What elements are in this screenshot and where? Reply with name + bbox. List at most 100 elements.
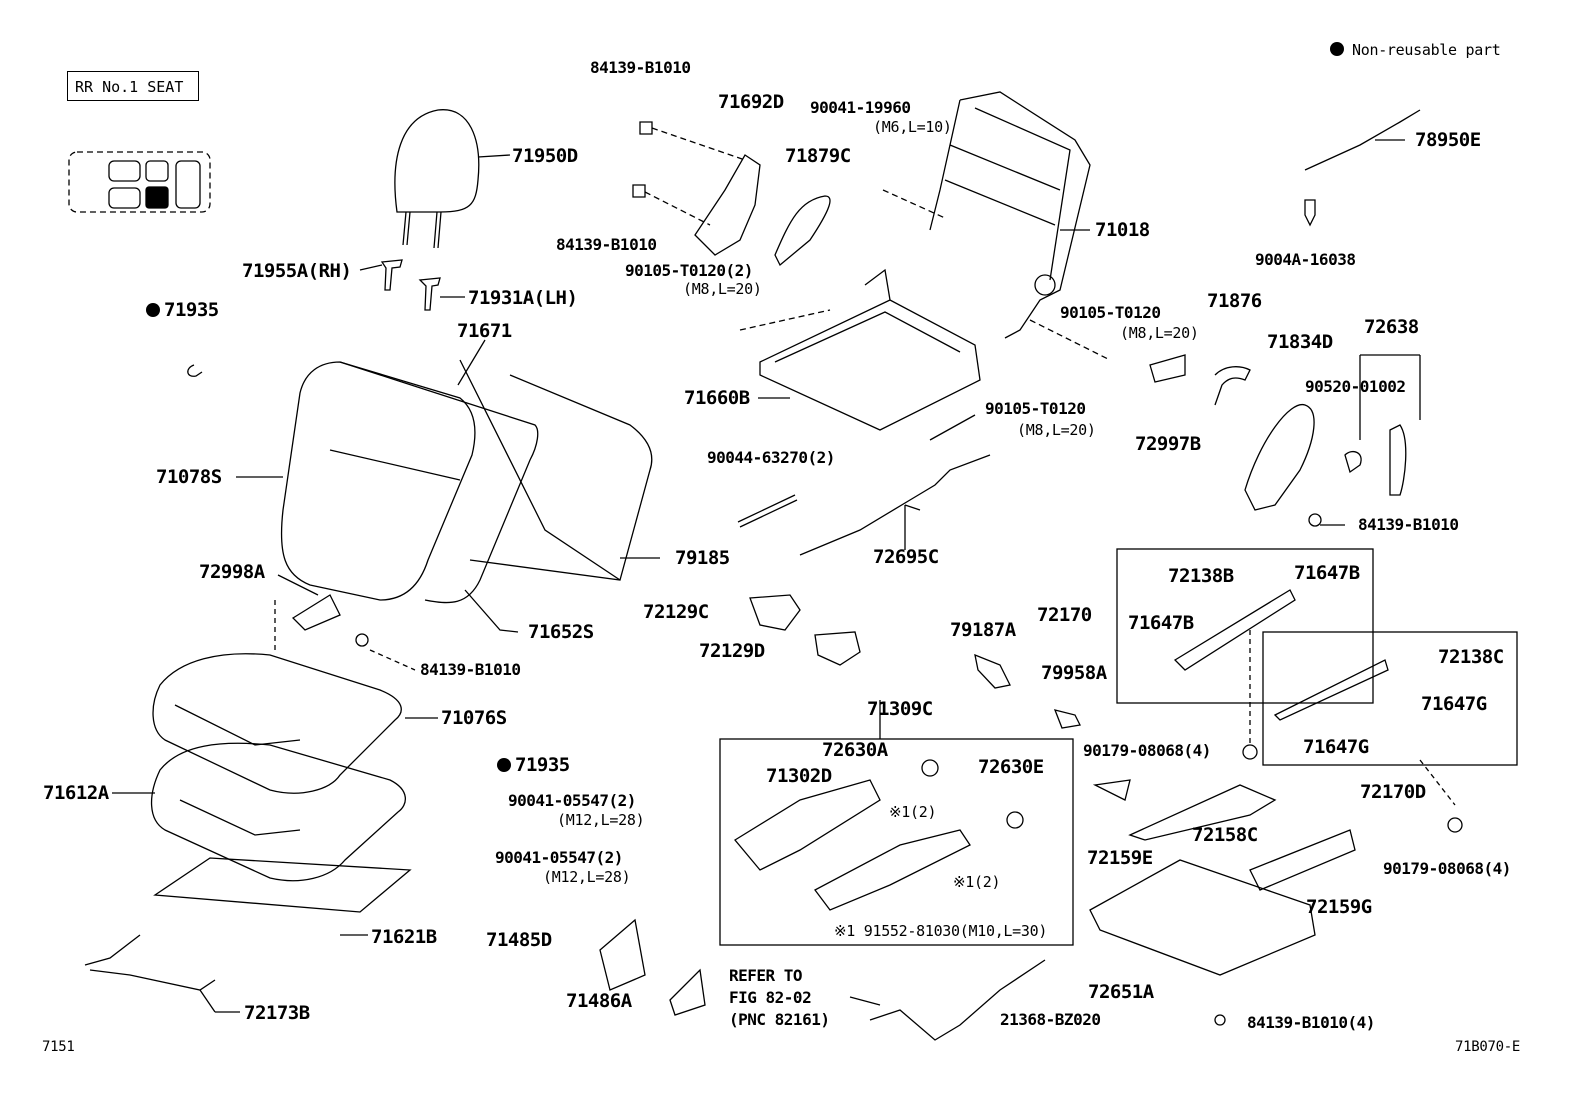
part-label[interactable]: 84139-B1010 — [420, 660, 521, 679]
part-number: 71935 — [164, 299, 219, 321]
part-spec: (M8,L=20) — [1017, 421, 1096, 439]
non-reusable-dot-icon — [1330, 42, 1344, 56]
part-label[interactable]: 71486A — [566, 990, 632, 1012]
part-label-non-reusable[interactable]: 71935 — [497, 756, 570, 775]
part-label[interactable]: 72159G — [1306, 896, 1372, 918]
headrest-drawing — [394, 109, 511, 249]
part-label-non-reusable[interactable]: 71935 — [146, 301, 219, 320]
part-label[interactable]: 71834D — [1267, 331, 1333, 353]
part-label[interactable]: 90520-01002 — [1305, 377, 1406, 396]
part-label[interactable]: 71876 — [1207, 290, 1262, 312]
refer-text: (PNC 82161) — [729, 1010, 830, 1029]
part-label[interactable]: 21368-BZ020 — [1000, 1010, 1101, 1029]
part-label[interactable]: 79185 — [675, 547, 730, 569]
part-label[interactable]: 84139-B1010 — [556, 235, 657, 254]
part-label[interactable]: 90179-08068(4) — [1383, 859, 1511, 878]
part-label[interactable]: 71955A(RH) — [242, 260, 352, 282]
seat-frame-parts-drawing — [632, 121, 831, 267]
seat-label-box: RR No.1 SEAT — [67, 71, 199, 101]
part-label[interactable]: 72630E — [978, 756, 1044, 778]
slide-rail-box — [1116, 548, 1518, 833]
part-number: 71935 — [515, 754, 570, 776]
part-spec: ※1(2) — [889, 803, 937, 821]
seat-label: RR No.1 SEAT — [75, 78, 184, 96]
part-label[interactable]: 71621B — [371, 926, 437, 948]
part-label[interactable]: 71931A(LH) — [468, 287, 578, 309]
part-label[interactable]: 72651A — [1088, 981, 1154, 1003]
bracket-72998a-drawing — [274, 574, 416, 671]
part-label[interactable]: 72129D — [699, 640, 765, 662]
part-spec: (M6,L=10) — [873, 118, 952, 136]
part-label[interactable]: 72173B — [244, 1002, 310, 1024]
part-label[interactable]: 90041-05547(2) — [495, 848, 623, 867]
cable-drawing — [737, 454, 991, 556]
part-label[interactable]: 84139-B1010 — [1358, 515, 1459, 534]
part-label[interactable]: ※1 91552-81030(M10,L=30) — [834, 922, 1048, 940]
seatback-cover-drawing — [236, 339, 660, 633]
part-label[interactable]: 71660B — [684, 387, 750, 409]
part-label[interactable]: 71671 — [457, 320, 512, 342]
refer-text: REFER TO — [729, 966, 803, 985]
part-label[interactable]: 71018 — [1095, 219, 1150, 241]
part-label[interactable]: 79958A — [1041, 662, 1107, 684]
misc-clips-drawing — [749, 354, 1421, 729]
part-label[interactable]: 90105-T0120(2) — [625, 261, 753, 280]
part-label[interactable]: 71647B — [1128, 612, 1194, 634]
part-label[interactable]: 72997B — [1135, 433, 1201, 455]
part-label[interactable]: 72138B — [1168, 565, 1234, 587]
part-label[interactable]: 72138C — [1438, 646, 1504, 668]
part-label[interactable]: 84139-B1010(4) — [1247, 1013, 1375, 1032]
part-label[interactable]: 78950E — [1415, 129, 1481, 151]
part-label[interactable]: 72170 — [1037, 604, 1092, 626]
part-label[interactable]: 71078S — [156, 466, 222, 488]
seat-cushion-drawing — [112, 653, 438, 936]
part-label[interactable]: 71652S — [528, 621, 594, 643]
part-label[interactable]: 71612A — [43, 782, 109, 804]
part-label[interactable]: 9004A-16038 — [1255, 250, 1356, 269]
non-reusable-dot-icon — [497, 758, 511, 772]
seatback-frame-drawing — [882, 91, 1111, 361]
part-label[interactable]: 72158C — [1192, 824, 1258, 846]
part-label[interactable]: 71879C — [785, 145, 851, 167]
part-label[interactable]: 72638 — [1364, 316, 1419, 338]
refer-text[interactable]: FIG 82-02 — [729, 988, 812, 1007]
part-label[interactable]: 72170D — [1360, 781, 1426, 803]
cable-78950e-drawing — [1304, 109, 1421, 227]
part-label[interactable]: 71647G — [1421, 693, 1487, 715]
part-spec: (M8,L=20) — [1120, 324, 1199, 342]
part-label[interactable]: 71647G — [1303, 736, 1369, 758]
part-label[interactable]: 72630A — [822, 739, 888, 761]
figure-code-left: 7151 — [42, 1039, 75, 1055]
wire-harness-drawing — [84, 934, 1046, 1041]
seat-tray-drawing — [599, 779, 1356, 1026]
headrest-guide-drawing — [187, 259, 465, 377]
part-spec: (M12,L=28) — [543, 868, 631, 886]
part-label[interactable]: 90179-08068(4) — [1083, 741, 1211, 760]
part-spec: (M8,L=20) — [683, 280, 762, 298]
legend-text: Non-reusable part — [1352, 41, 1501, 59]
part-label[interactable]: 84139-B1010 — [590, 58, 691, 77]
seat-locator-icon — [68, 151, 211, 213]
part-label[interactable]: 79187A — [950, 619, 1016, 641]
recliner-box — [719, 700, 1074, 946]
part-label[interactable]: 71076S — [441, 707, 507, 729]
part-label[interactable]: 71309C — [867, 698, 933, 720]
legend: Non-reusable part — [1330, 41, 1501, 59]
part-label[interactable]: 72998A — [199, 561, 265, 583]
part-label[interactable]: 90105-T0120 — [985, 399, 1086, 418]
part-label[interactable]: 71647B — [1294, 562, 1360, 584]
part-label[interactable]: 90041-19960 — [810, 98, 911, 117]
part-label[interactable]: 72159E — [1087, 847, 1153, 869]
part-label[interactable]: 72695C — [873, 546, 939, 568]
part-label[interactable]: 90044-63270(2) — [707, 448, 835, 467]
part-label[interactable]: 90105-T0120 — [1060, 303, 1161, 322]
part-label[interactable]: 71485D — [486, 929, 552, 951]
part-label[interactable]: 71950D — [512, 145, 578, 167]
seat-frame-71660b-drawing — [739, 268, 981, 441]
part-label[interactable]: 71692D — [718, 91, 784, 113]
part-label[interactable]: 71302D — [766, 765, 832, 787]
part-label[interactable]: 72129C — [643, 601, 709, 623]
part-spec: ※1(2) — [953, 873, 1001, 891]
part-label[interactable]: 90041-05547(2) — [508, 791, 636, 810]
